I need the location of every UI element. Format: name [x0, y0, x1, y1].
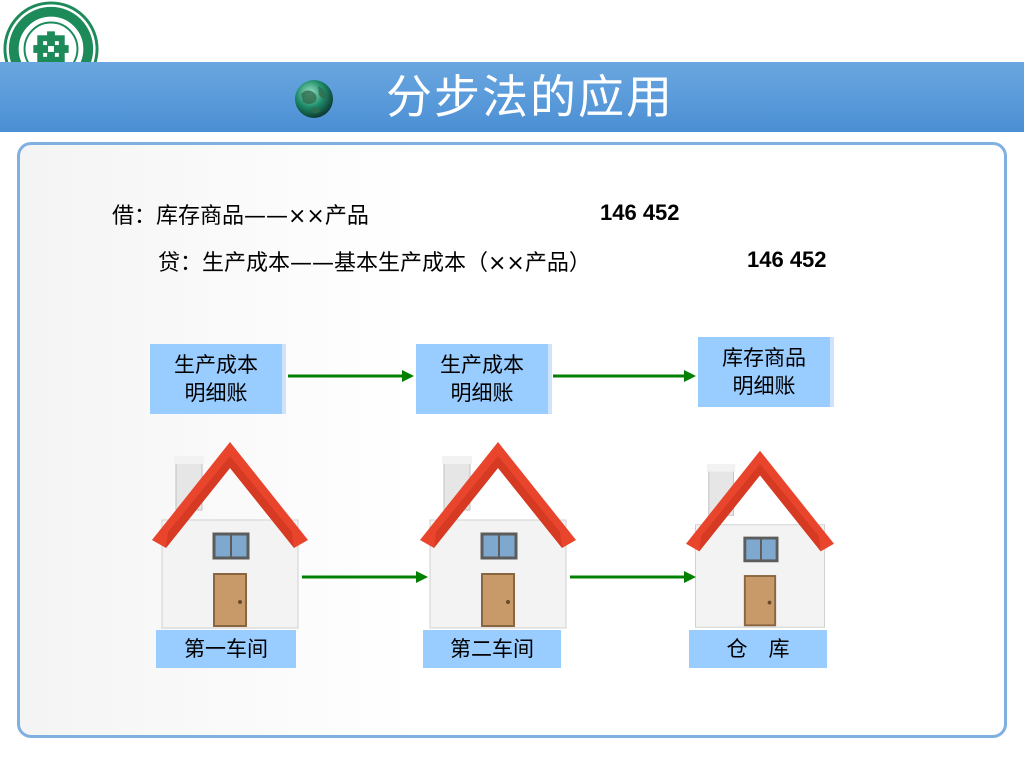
label-workshop-1: 第一车间: [156, 630, 296, 668]
label-warehouse: 仓 库: [689, 630, 827, 668]
slide-title: 分步法的应用: [386, 70, 674, 124]
debit-entry: 借：库存商品——××产品: [112, 204, 369, 229]
ledger-line2: 明细账: [732, 374, 796, 398]
ledger-production-cost-1: 生产成本 明细账: [150, 344, 286, 414]
ledger-line1: 库存商品: [722, 346, 806, 370]
credit-entry: 贷：生产成本——基本生产成本（××产品）: [158, 251, 591, 276]
ledger-production-cost-2: 生产成本 明细账: [416, 344, 552, 414]
arrow-workshop-1-to-2: [302, 571, 428, 583]
globe-icon: [295, 80, 333, 118]
house-icon: [686, 450, 834, 628]
ledger-line1: 生产成本: [174, 353, 258, 377]
ledger-line1: 生产成本: [440, 353, 524, 377]
label-workshop-2: 第二车间: [423, 630, 561, 668]
arrow-ledger-1-to-2: [288, 370, 414, 382]
house-icon: [420, 442, 576, 629]
credit-amount: 146 452: [747, 247, 827, 272]
debit-amount: 146 452: [600, 200, 680, 225]
arrow-workshop-2-to-warehouse: [570, 571, 696, 583]
ledger-line2: 明细账: [184, 381, 248, 405]
house-icon: [152, 442, 308, 629]
title-bar: [0, 62, 1024, 132]
ledger-line2: 明细账: [450, 381, 514, 405]
arrow-ledger-2-to-3: [553, 370, 696, 382]
ledger-inventory: 库存商品 明细账: [698, 337, 834, 407]
